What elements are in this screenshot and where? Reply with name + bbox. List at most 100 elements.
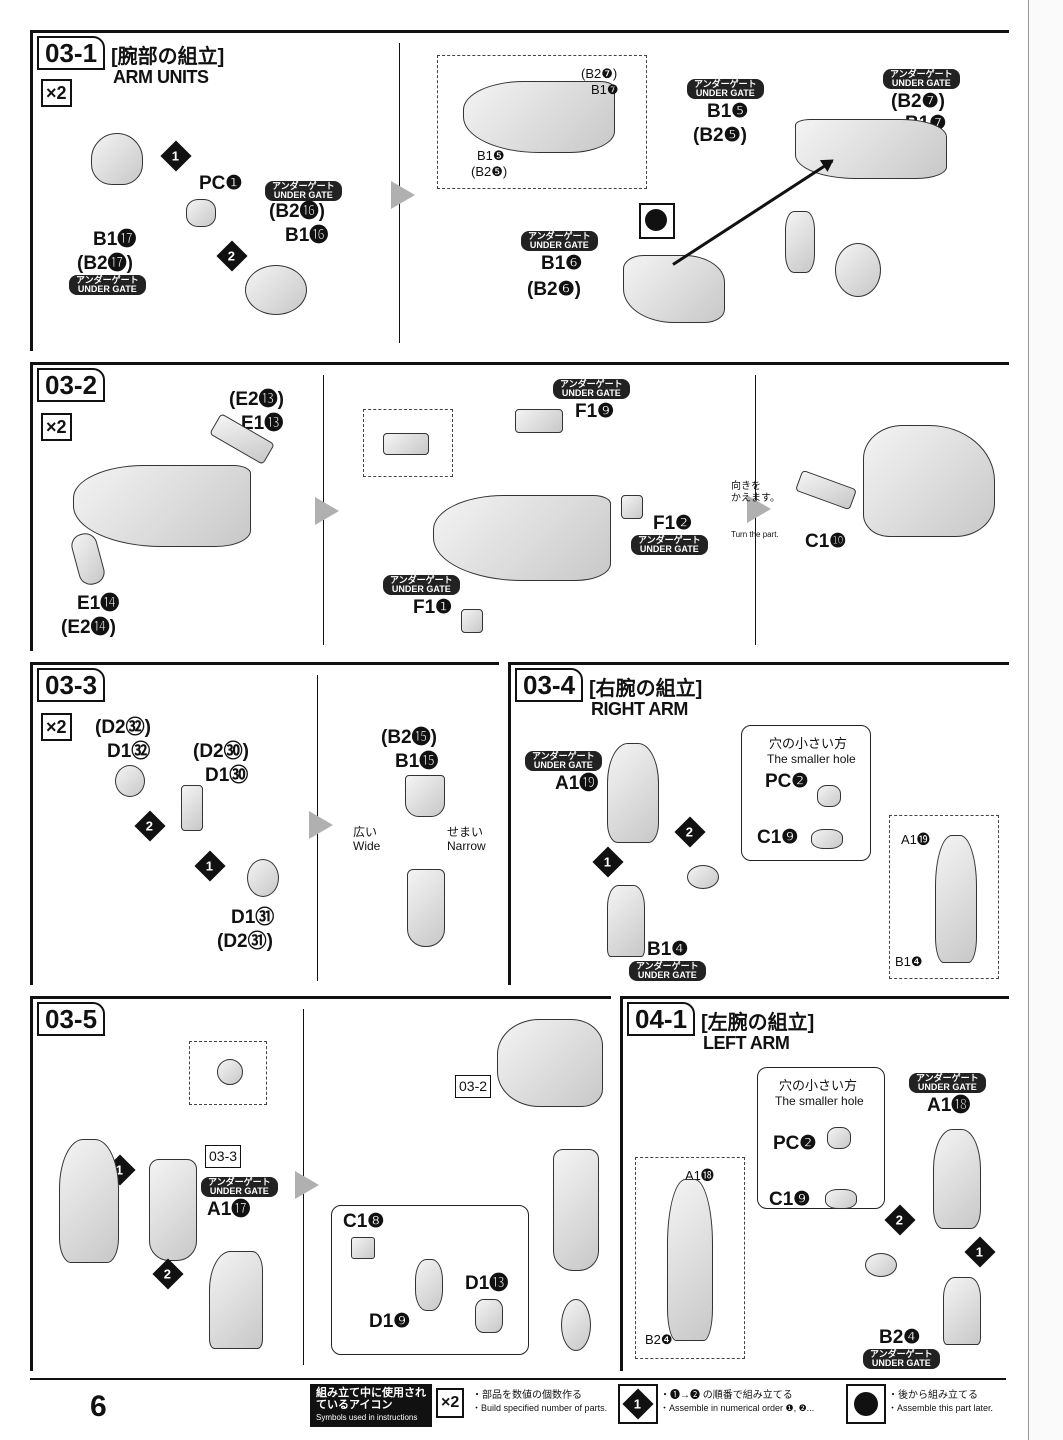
assemble-later-icon	[639, 203, 675, 239]
part-c1-9	[825, 1189, 857, 1209]
label-inset-b2-7: (B2❼)	[581, 66, 618, 81]
part-f1-2	[621, 495, 643, 519]
part-c1-10	[794, 469, 858, 511]
part-pc2	[827, 1127, 851, 1149]
legend-order: ・❶→❷ の順番で組み立てる ・Assemble in numerical or…	[660, 1390, 840, 1414]
label-b1-17: B1⓱	[93, 229, 137, 250]
callout-smaller-hole	[757, 1067, 885, 1209]
part-inset-cap	[217, 1059, 243, 1085]
label-d1-32: D1㉜	[107, 741, 151, 762]
legend-order-en: ・Assemble in numerical order ❶, ❷...	[660, 1403, 815, 1413]
order-2-icon: 2	[152, 1258, 184, 1290]
label-ref-03-3: 03-3	[205, 1145, 242, 1168]
label-b1-6: B1❻	[541, 253, 583, 274]
label-a1-19: A1⓳	[555, 773, 599, 794]
part-polycap	[186, 199, 216, 227]
part-pc2	[817, 785, 841, 807]
label-d2-31: (D2㉛)	[217, 931, 273, 952]
part-c1-9	[811, 829, 843, 849]
detail-inset	[889, 815, 999, 979]
label-a1-17: A1⓱	[207, 1199, 251, 1220]
step-title-ja: [腕部の組立]	[111, 46, 225, 68]
turn-note-ja: 向きを かえます。	[731, 481, 780, 504]
detail-inset	[363, 409, 453, 477]
step-id: 03-4	[515, 668, 584, 702]
part-d1-13	[475, 1299, 503, 1333]
part-b1-5	[785, 211, 815, 273]
next-arrow	[309, 811, 333, 839]
legend-later: ・後から組み立てる ・Assemble this part later.	[888, 1390, 1008, 1414]
label-b2-4: B2❹	[879, 1327, 921, 1348]
part-hand-joint	[561, 1299, 591, 1351]
step-title-en: ARM UNITS	[113, 67, 209, 87]
next-arrow	[747, 495, 771, 523]
label-b1-5: B1❺	[707, 101, 749, 122]
part-polycap-pc2	[687, 865, 719, 889]
part-b1-4	[607, 885, 645, 957]
label-b2-6: (B2❻)	[527, 279, 581, 300]
label-d2-30: (D2㉚)	[193, 741, 249, 762]
part-arm-column	[553, 1149, 599, 1271]
label-b1-4: B1❹	[647, 939, 689, 960]
label-d1-9: D1❾	[369, 1311, 411, 1332]
quantity-badge: ×2	[41, 413, 72, 441]
footer-rule	[30, 1378, 1006, 1380]
quantity-icon: ×2	[436, 1388, 465, 1418]
legend-quantity-ja: ・部品を数値の個数作る	[472, 1390, 582, 1401]
label-a1-18: A1⓲	[927, 1095, 971, 1116]
legend-title-en: Symbols used in instructions	[316, 1413, 418, 1422]
order-2-icon: 2	[884, 1204, 916, 1236]
quantity-badge: ×2	[41, 713, 72, 741]
next-page-edge	[1028, 0, 1063, 1440]
part-a1-17	[209, 1251, 263, 1349]
label-e1-14: E1⓮	[77, 593, 120, 614]
label-d1-13: D1⓭	[465, 1273, 509, 1294]
label-d1-30: D1㉚	[205, 765, 249, 786]
label-b2-7: (B2❼)	[891, 91, 945, 112]
label-pc2: PC❷	[773, 1133, 817, 1154]
part-lower-arm	[623, 255, 725, 323]
label-e1-13: E1⓭	[241, 413, 284, 434]
part-d1-31	[247, 859, 279, 897]
page-number: 6	[90, 1390, 107, 1423]
label-f1-2: F1❷	[653, 513, 693, 534]
step-title-en: LEFT ARM	[703, 1033, 790, 1053]
order-2-icon: 2	[674, 816, 706, 848]
order-icon: 1	[618, 1384, 658, 1424]
part-inset-arm	[667, 1179, 713, 1341]
part-forearm-unit	[497, 1019, 603, 1107]
part-f1-1	[461, 609, 483, 633]
legend-order-ja: ・❶→❷ の順番で組み立てる	[660, 1390, 793, 1401]
part-a1-18	[933, 1129, 981, 1229]
narrow-note: せまい Narrow	[447, 825, 486, 853]
part-a1-19	[607, 743, 659, 843]
part-d1-9	[415, 1259, 443, 1311]
turn-note: 向きを かえます。 Turn the part.	[731, 457, 780, 565]
label-b2-15: (B2⓯)	[381, 727, 437, 748]
part-shoulder	[91, 133, 143, 185]
order-2-icon: 2	[216, 240, 248, 272]
detail-inset	[437, 55, 647, 189]
step-id: 03-3	[37, 668, 106, 702]
order-1-icon: 1	[964, 1236, 996, 1268]
legend-title-ja: 組み立て中に使用されているアイコン	[316, 1387, 426, 1411]
next-arrow	[391, 181, 415, 209]
label-inset-b1-4: B1❹	[895, 954, 923, 969]
order-1-icon: 1	[160, 140, 192, 172]
turn-note-en: Turn the part.	[731, 530, 779, 539]
note-hole-ja: 穴の小さい方	[769, 736, 848, 751]
part-d1-30	[181, 785, 203, 831]
part-forearm-rotated	[863, 425, 995, 537]
part-b1-15	[405, 775, 445, 817]
label-b2-17: (B2⓱)	[77, 253, 133, 274]
